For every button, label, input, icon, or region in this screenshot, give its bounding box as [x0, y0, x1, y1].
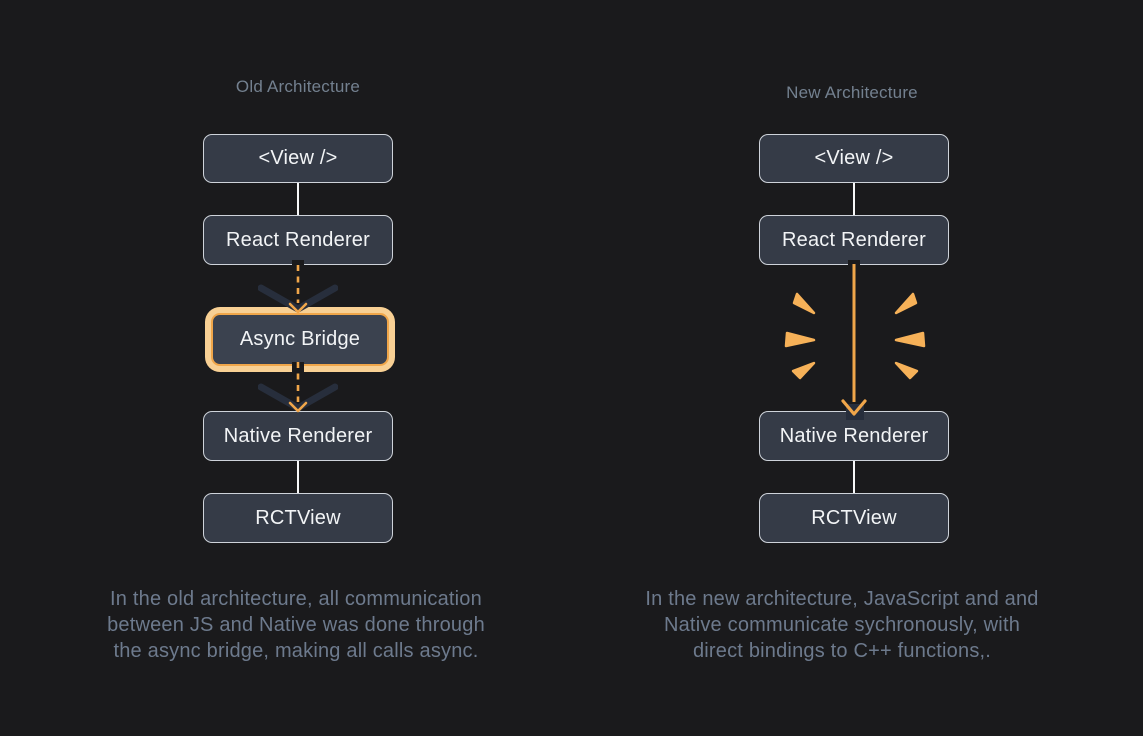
dashed-arrow-down-icon: [258, 362, 338, 413]
solid-arrow-down-icon: [841, 264, 867, 420]
node-rctview-old: RCTView: [203, 493, 393, 543]
spark-burst-left-icon: [784, 292, 816, 380]
spark-burst-right-icon: [894, 292, 926, 380]
node-async-bridge-glow: Async Bridge: [205, 307, 395, 372]
node-rctview-new: RCTView: [759, 493, 949, 543]
new-architecture-title: New Architecture: [786, 83, 918, 102]
node-react-renderer-old: React Renderer: [203, 215, 393, 265]
node-view-new: <View />: [759, 134, 949, 183]
node-async-bridge: Async Bridge: [211, 313, 389, 366]
dashed-arrow-down-icon: [258, 265, 338, 314]
old-architecture-caption: In the old architecture, all communicati…: [107, 588, 485, 662]
node-native-renderer-old: Native Renderer: [203, 411, 393, 461]
new-architecture-caption: In the new architecture, JavaScript and …: [645, 588, 1039, 662]
node-react-renderer-new: React Renderer: [759, 215, 949, 265]
connector-line-native-rct-old: [297, 461, 299, 493]
node-view-old: <View />: [203, 134, 393, 183]
old-architecture-title: Old Architecture: [235, 77, 361, 96]
connector-line-native-rct-new: [853, 461, 855, 493]
connector-line-view-react-old: [297, 183, 299, 216]
connector-line-view-react-new: [853, 183, 855, 216]
